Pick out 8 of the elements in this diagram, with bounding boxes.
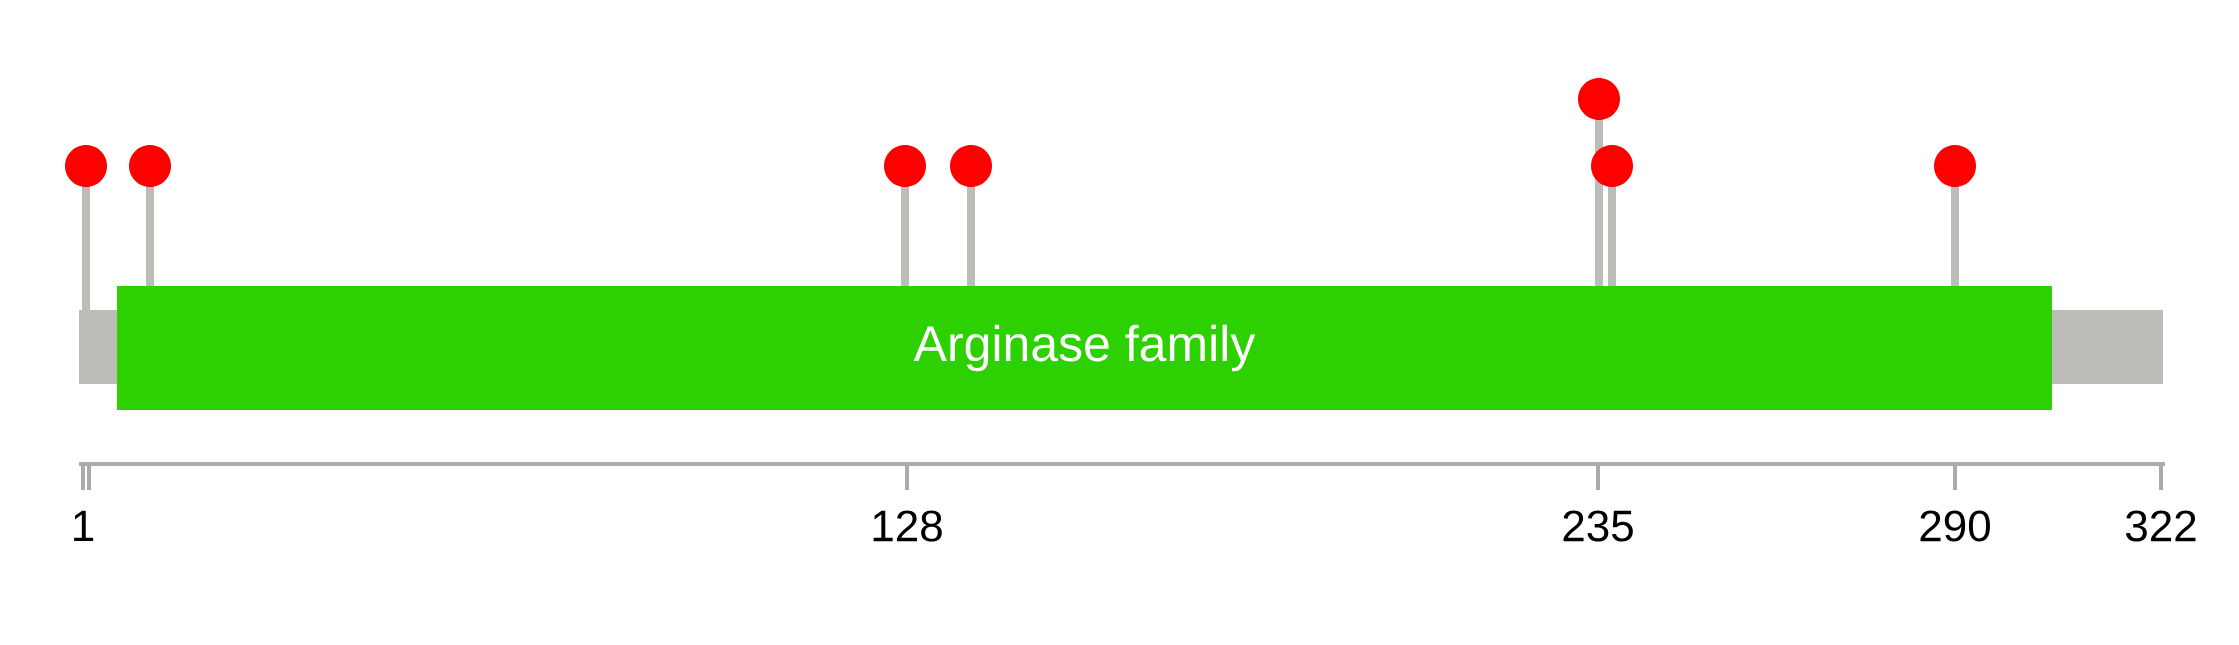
- domain-bar: Arginase family: [117, 286, 2052, 410]
- position-label: 128: [873, 510, 942, 542]
- position-label: 1: [74, 510, 94, 542]
- position-label: 322: [2125, 510, 2196, 542]
- position-label: 235: [1563, 510, 1633, 542]
- backbone-segment: [2052, 310, 2163, 384]
- backbone-segment: [79, 310, 117, 384]
- position-label: 290: [1920, 510, 1990, 542]
